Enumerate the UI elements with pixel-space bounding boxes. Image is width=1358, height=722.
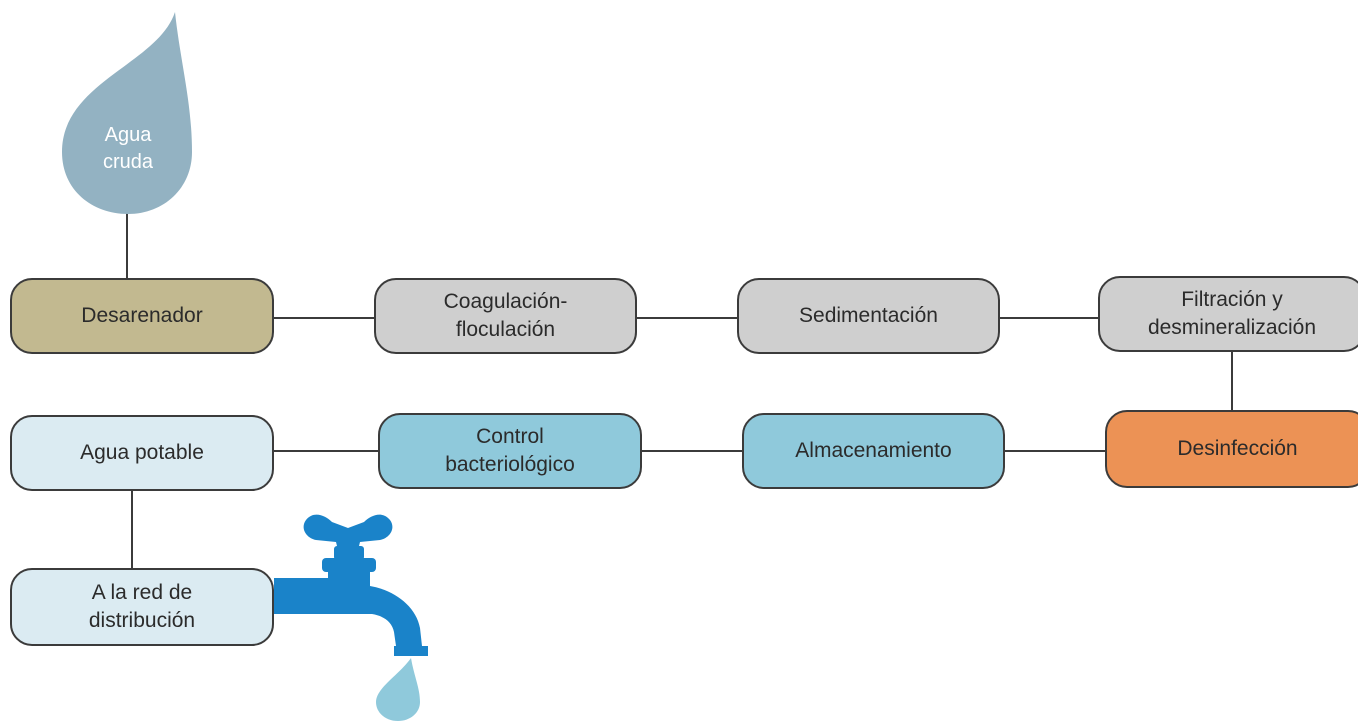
faucet-icon	[274, 514, 428, 721]
water-drop-icon	[62, 12, 192, 214]
node-almacenamiento-label: Almacenamiento	[795, 439, 952, 462]
node-sedimentacion: Sedimentación	[737, 278, 1000, 354]
node-red-distribucion-label: A la red de distribución	[88, 581, 196, 632]
node-agua-potable-label: Agua potable	[80, 441, 204, 464]
node-desarenador-label: Desarenador	[81, 304, 203, 327]
node-control-label: Control bacteriológico	[445, 425, 575, 476]
node-filtracion-label: Filtración y desmineralización	[1147, 288, 1317, 339]
faucet-drop	[376, 658, 420, 721]
node-sedimentacion-label: Sedimentación	[799, 304, 938, 327]
node-coagulacion-label: Coagulación- floculación	[443, 290, 568, 341]
node-red-distribucion: A la red de distribución	[10, 568, 274, 646]
node-control: Control bacteriológico	[378, 413, 642, 489]
node-almacenamiento: Almacenamiento	[742, 413, 1005, 489]
node-agua-potable: Agua potable	[10, 415, 274, 491]
raw-water-label: Agua cruda	[102, 124, 154, 173]
node-filtracion: Filtración y desmineralización	[1098, 276, 1358, 352]
node-coagulacion: Coagulación- floculación	[374, 278, 637, 354]
node-desinfeccion-label: Desinfección	[1177, 437, 1298, 460]
node-desinfeccion: Desinfección	[1105, 410, 1358, 488]
node-desarenador: Desarenador	[10, 278, 274, 354]
